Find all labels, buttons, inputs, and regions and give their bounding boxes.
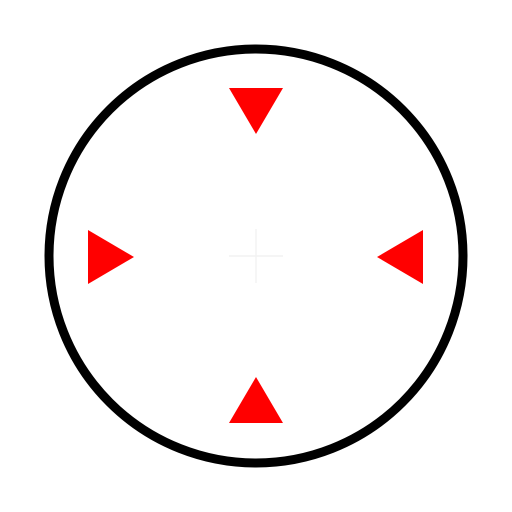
outer-ring xyxy=(44,44,468,468)
triangle-up-icon xyxy=(229,377,283,423)
triangle-down-icon xyxy=(229,88,283,134)
triangle-right-icon xyxy=(88,230,134,284)
triangle-left-icon xyxy=(377,230,423,284)
crosshair-icon xyxy=(229,229,283,283)
